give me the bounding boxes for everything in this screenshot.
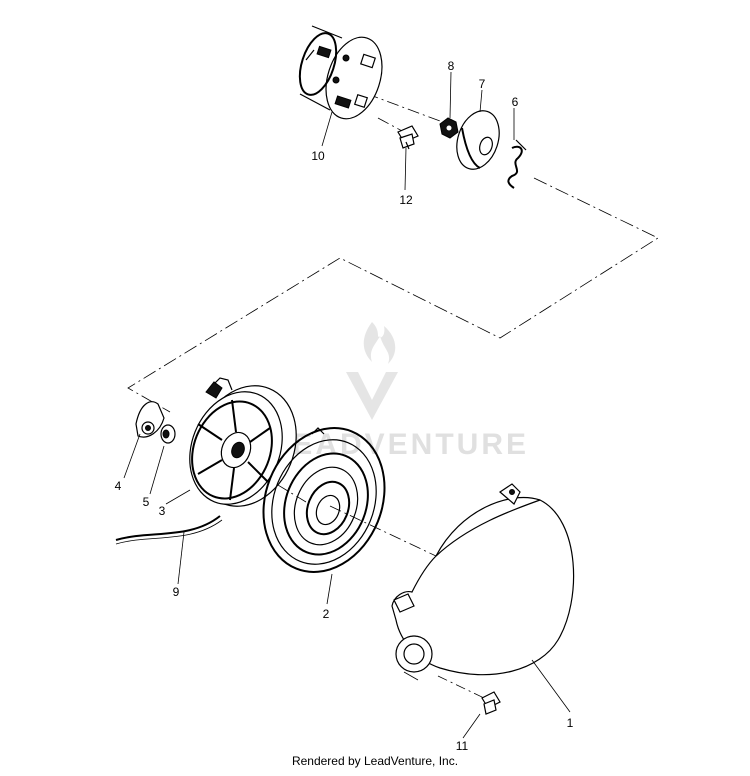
part-10-starter-drum	[298, 25, 383, 120]
callout-3: 3	[159, 504, 166, 518]
callout-leaders	[123, 71, 571, 739]
callout-12: 12	[399, 193, 413, 207]
callout-11: 11	[456, 739, 469, 753]
callout-9: 9	[173, 585, 180, 599]
part-11-bolt	[481, 691, 501, 715]
part-6-spring-clip	[507, 139, 527, 189]
v-logo-icon	[346, 372, 398, 420]
callout-1: 1	[567, 716, 574, 730]
part-12-bolt	[397, 125, 419, 150]
callout-7: 7	[479, 77, 486, 91]
callout-5: 5	[143, 495, 150, 509]
part-2-recoil-spring	[262, 427, 386, 573]
callout-4: 4	[115, 479, 122, 493]
part-7-ratchet-plate	[456, 110, 500, 170]
callout-6: 6	[512, 95, 519, 109]
credit-text: Rendered by LeadVenture, Inc.	[292, 754, 458, 768]
callout-2: 2	[323, 607, 330, 621]
part-4-pawl	[135, 401, 165, 438]
part-9-starter-rope	[115, 515, 223, 545]
callout-8: 8	[448, 59, 455, 73]
part-8-nut	[439, 117, 459, 139]
part-5-spacer	[160, 424, 176, 444]
part-1-cover	[391, 483, 575, 681]
callout-labels: 1 2 3 4 5 6 7 8 9 10 11 12	[115, 59, 574, 753]
callout-10: 10	[311, 149, 325, 163]
flame-logo-icon	[363, 322, 396, 364]
watermark: LEADVENTURE	[271, 322, 526, 461]
